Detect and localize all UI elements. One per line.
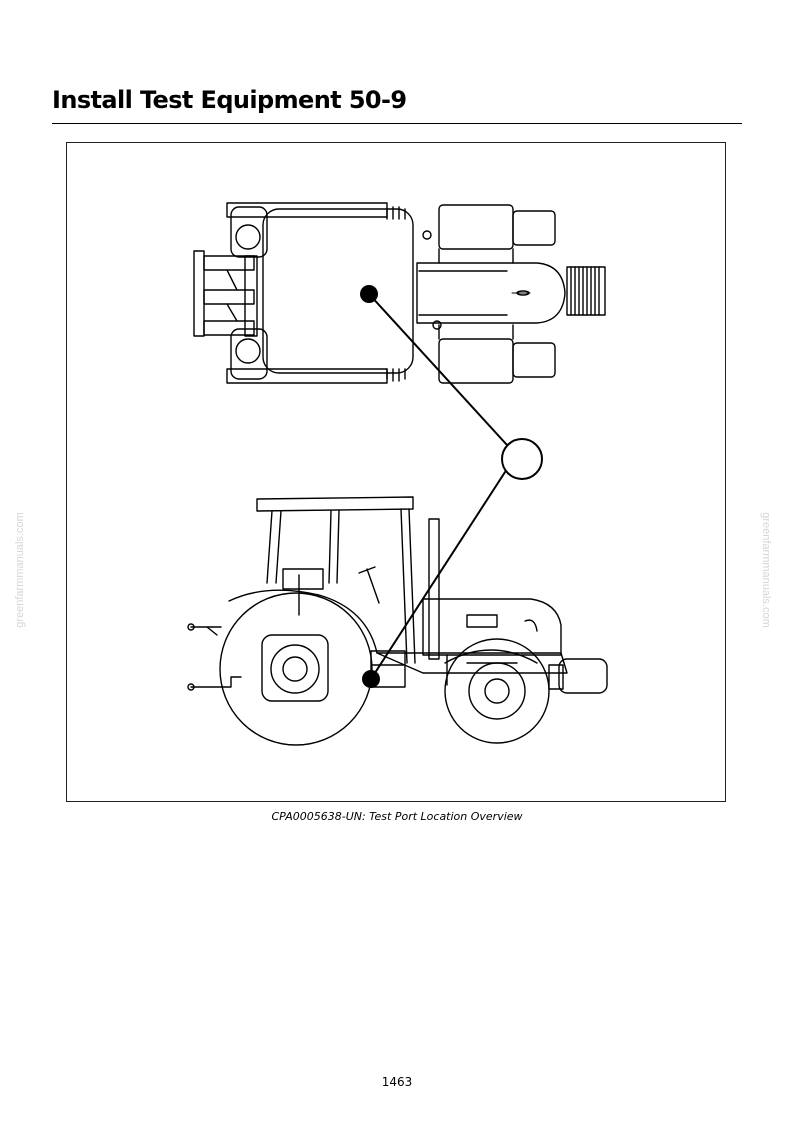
tractor-top-view: [193, 202, 606, 384]
page-title: Install Test Equipment 50-9: [52, 86, 407, 114]
figure-frame: [66, 142, 726, 802]
watermark-left: greenfarmmanuals.com: [14, 512, 26, 628]
title-divider: [52, 123, 742, 124]
test-port-callout: [360, 285, 543, 688]
test-port-marker-top: [360, 285, 378, 303]
page-number: 1463: [381, 1075, 413, 1089]
watermark-right: greenfarmmanuals.com: [760, 512, 772, 628]
test-port-marker-side: [362, 670, 380, 688]
tractor-illustration: [187, 202, 608, 746]
callout-circle: [501, 438, 543, 480]
figure-caption: CPA0005638-UN: Test Port Location Overvi…: [271, 810, 523, 823]
tractor-side-view: [187, 496, 608, 746]
